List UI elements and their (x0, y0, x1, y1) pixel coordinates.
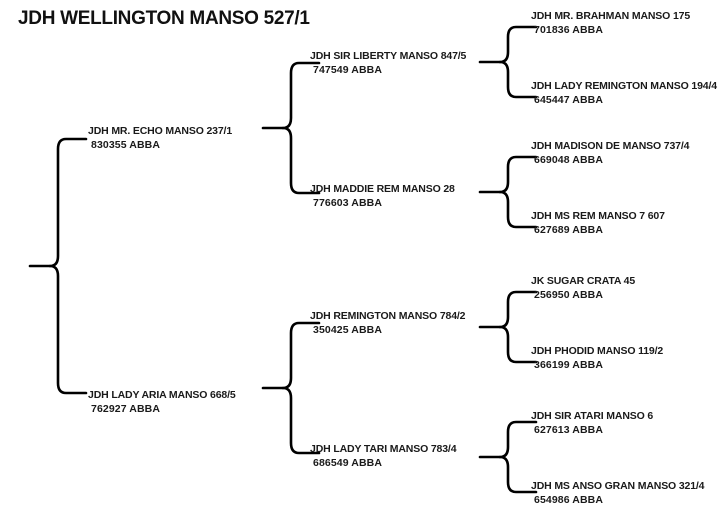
pedigree-node-gen3-1[interactable]: JDH MR. BRAHMAN MANSO 175 701836 ABBA (531, 9, 690, 37)
node-registration: 645447 ABBA (534, 94, 603, 106)
node-name: JK SUGAR CRATA 45 (531, 275, 636, 287)
brace-generation3-2 (476, 148, 538, 238)
pedigree-node-gen2-1[interactable]: JDH SIR LIBERTY MANSO 847/5 747549 ABBA (310, 49, 466, 77)
pedigree-node-gen2-3[interactable]: JDH REMINGTON MANSO 784/2 350425 ABBA (310, 309, 465, 337)
node-registration: 776603 ABBA (313, 197, 382, 209)
node-registration: 762927 ABBA (91, 403, 160, 415)
node-name: JDH LADY TARI MANSO 783/4 (310, 443, 457, 455)
node-registration: 366199 ABBA (534, 359, 603, 371)
pedigree-node-gen2-2[interactable]: JDH MADDIE REM MANSO 28 776603 ABBA (310, 182, 455, 210)
pedigree-node-gen3-6[interactable]: JDH PHODID MANSO 119/2 366199 ABBA (531, 344, 663, 372)
node-registration: 701836 ABBA (534, 24, 603, 36)
pedigree-node-gen1-dam[interactable]: JDH LADY ARIA MANSO 668/5 762927 ABBA (88, 388, 236, 416)
pedigree-node-gen1-sire[interactable]: JDH MR. ECHO MANSO 237/1 830355 ABBA (88, 124, 232, 152)
node-name: JDH REMINGTON MANSO 784/2 (310, 310, 466, 322)
node-registration: 627689 ABBA (534, 224, 603, 236)
pedigree-node-gen3-4[interactable]: JDH MS REM MANSO 7 607 627689 ABBA (531, 209, 665, 237)
brace-generation3-4 (476, 413, 538, 503)
node-name: JDH MS ANSO GRAN MANSO 321/4 (531, 480, 705, 492)
brace-generation3-3 (476, 283, 538, 373)
node-name: JDH SIR ATARI MANSO 6 (531, 410, 654, 422)
page-title: JDH WELLINGTON MANSO 527/1 (18, 8, 310, 29)
node-name: JDH MR. ECHO MANSO 237/1 (88, 125, 233, 137)
node-name: JDH PHODID MANSO 119/2 (531, 345, 664, 357)
pedigree-node-gen3-3[interactable]: JDH MADISON DE MANSO 737/4 669048 ABBA (531, 139, 689, 167)
node-registration: 669048 ABBA (534, 154, 603, 166)
node-registration: 830355 ABBA (91, 139, 160, 151)
pedigree-node-gen3-5[interactable]: JK SUGAR CRATA 45 256950 ABBA (531, 274, 635, 302)
node-registration: 627613 ABBA (534, 424, 603, 436)
pedigree-node-gen3-7[interactable]: JDH SIR ATARI MANSO 6 627613 ABBA (531, 409, 653, 437)
node-name: JDH MR. BRAHMAN MANSO 175 (531, 10, 691, 22)
node-name: JDH MADDIE REM MANSO 28 (310, 183, 455, 195)
node-name: JDH MS REM MANSO 7 607 (531, 210, 665, 222)
node-name: JDH LADY ARIA MANSO 668/5 (88, 389, 236, 401)
node-registration: 654986 ABBA (534, 494, 603, 506)
node-name: JDH MADISON DE MANSO 737/4 (531, 140, 690, 152)
node-name: JDH SIR LIBERTY MANSO 847/5 (310, 50, 467, 62)
pedigree-node-gen2-4[interactable]: JDH LADY TARI MANSO 783/4 686549 ABBA (310, 442, 457, 470)
node-registration: 747549 ABBA (313, 64, 382, 76)
pedigree-node-gen3-8[interactable]: JDH MS ANSO GRAN MANSO 321/4 654986 ABBA (531, 479, 705, 507)
node-name: JDH LADY REMINGTON MANSO 194/4 (531, 80, 717, 92)
pedigree-node-gen3-2[interactable]: JDH LADY REMINGTON MANSO 194/4 645447 AB… (531, 79, 717, 107)
node-registration: 686549 ABBA (313, 457, 382, 469)
node-registration: 350425 ABBA (313, 324, 382, 336)
brace-generation3-1 (476, 18, 538, 108)
brace-generation1 (26, 130, 88, 405)
node-registration: 256950 ABBA (534, 289, 603, 301)
